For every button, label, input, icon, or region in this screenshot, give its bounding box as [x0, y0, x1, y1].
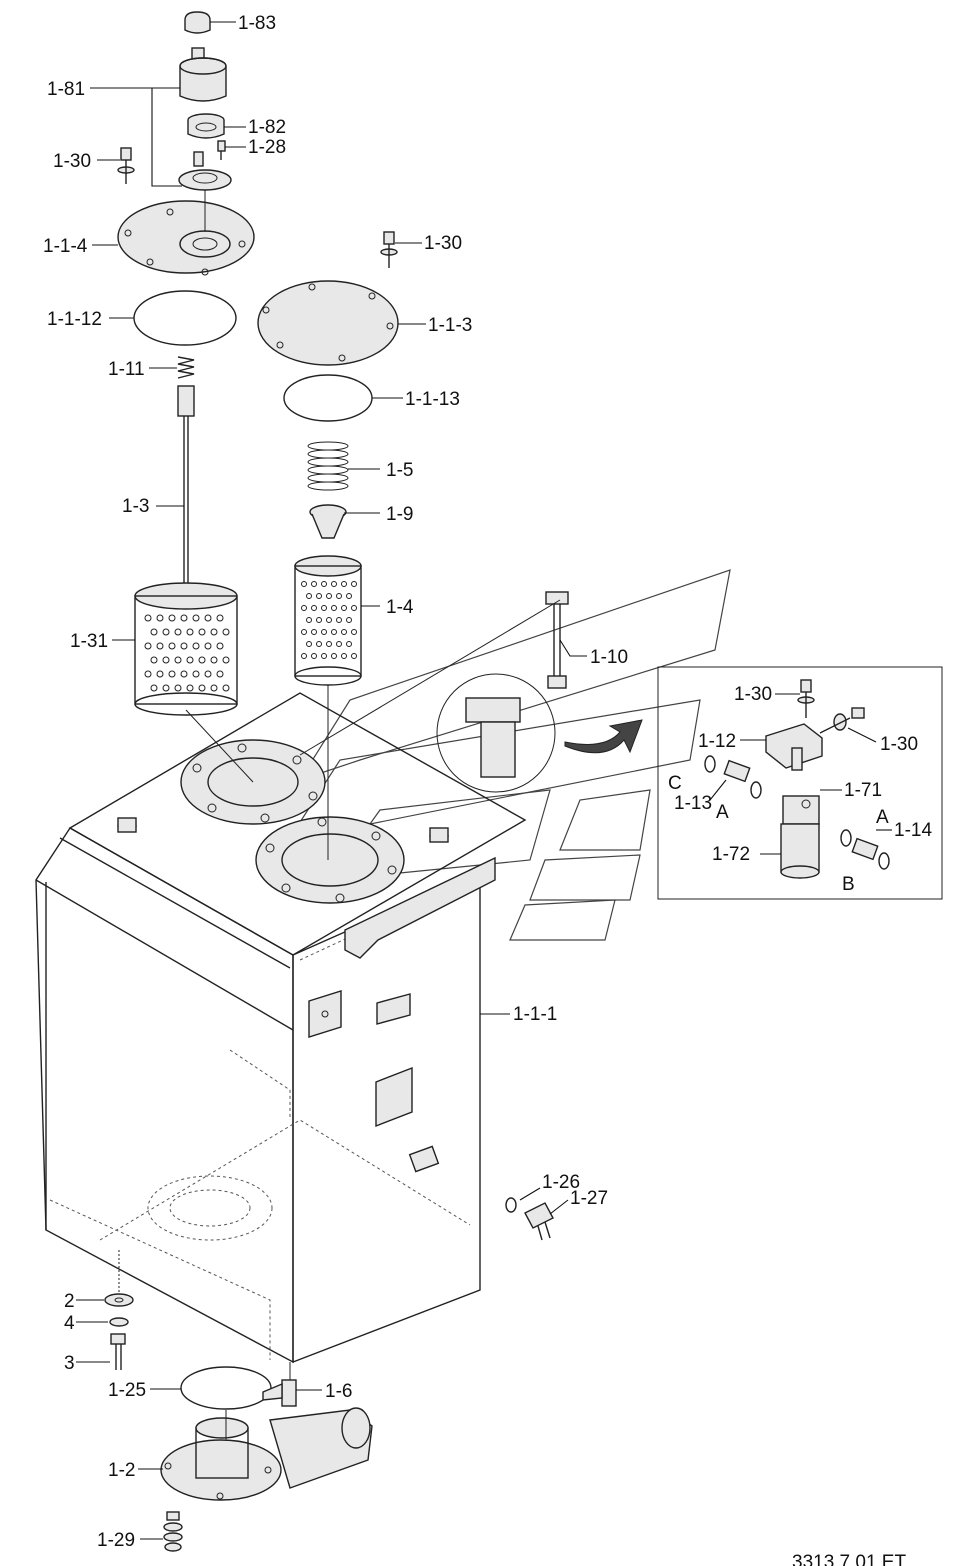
sensor-1-27 [524, 1202, 554, 1241]
label-3: 3 [64, 1353, 75, 1374]
washer-2 [104, 1293, 134, 1307]
label-1-71: 1-71 [844, 780, 882, 801]
detail-circle [436, 673, 556, 793]
label-1-9: 1-9 [386, 504, 413, 525]
breather-element [187, 113, 225, 139]
tank-cover-1-1-4 [117, 200, 255, 276]
o-ring-1-26 [505, 1197, 517, 1213]
filter-element-1-72 [780, 823, 820, 879]
fitting-1-13 [704, 755, 762, 799]
label-4: 4 [64, 1313, 75, 1334]
label-1-3: 1-3 [122, 496, 149, 517]
label-1-83: 1-83 [238, 13, 276, 34]
tank-cover-1-1-3 [257, 280, 399, 366]
label-A-left: A [716, 802, 729, 823]
level-gauge-1-10 [545, 591, 569, 689]
fitting-1-14 [840, 829, 890, 870]
washer-4 [109, 1317, 129, 1327]
drain-valve-1-6 [262, 1379, 297, 1407]
label-1-2: 1-2 [108, 1460, 135, 1481]
air-breather [179, 47, 227, 102]
level-rod-1-3 [177, 385, 195, 603]
label-1-25: 1-25 [108, 1380, 146, 1401]
label-1-13: 1-13 [674, 793, 712, 814]
spring-1-5 [307, 441, 349, 491]
label-1-12: 1-12 [698, 731, 736, 752]
drawing-code: 3313 7 01 ET [792, 1552, 906, 1566]
label-1-1-13: 1-1-13 [405, 389, 460, 410]
label-1-11: 1-11 [108, 359, 145, 380]
label-1-28: 1-28 [248, 137, 286, 158]
label-1-29: 1-29 [97, 1530, 135, 1551]
part-labels: 1-83 1-81 1-82 1-28 1-30 1-1-4 1-30 1-1-… [43, 13, 932, 1566]
bolt-1-29 [163, 1511, 183, 1552]
return-filter-1-4 [294, 555, 362, 686]
o-ring-1-25 [180, 1366, 272, 1410]
bolt-1-30-detail-right [819, 707, 865, 734]
bypass-valve-1-9 [309, 504, 347, 539]
label-1-26: 1-26 [542, 1172, 580, 1193]
label-1-30-d: 1-30 [880, 734, 918, 755]
bolt-1-30-detail-top [797, 679, 815, 718]
label-1-10: 1-10 [590, 647, 628, 668]
detail-box [657, 666, 943, 900]
label-1-6: 1-6 [325, 1381, 352, 1402]
label-C: C [668, 773, 682, 794]
breather-cap [184, 11, 211, 34]
label-1-14: 1-14 [894, 820, 932, 841]
suction-pipe-1-2 [160, 1407, 373, 1501]
hydraulic-tank-1-1-1 [35, 692, 527, 1364]
label-1-1-3: 1-1-3 [428, 315, 472, 336]
label-1-30-a: 1-30 [53, 151, 91, 172]
bracket-1-12 [765, 723, 823, 771]
suction-strainer-1-31 [134, 582, 238, 716]
detail-arrow [564, 719, 643, 754]
label-1-5: 1-5 [386, 460, 413, 481]
filter-head-1-71 [782, 795, 820, 825]
label-1-81: 1-81 [47, 79, 85, 100]
o-ring-1-1-12 [133, 290, 237, 346]
leader-lines [76, 21, 892, 1540]
bolt-1-30-left [117, 147, 135, 184]
breather-base [178, 151, 232, 191]
label-1-30-c: 1-30 [734, 684, 772, 705]
bolt-1-28 [217, 140, 226, 160]
label-1-82: 1-82 [248, 117, 286, 138]
label-1-1-4: 1-1-4 [43, 236, 88, 257]
spring-1-11 [177, 356, 195, 379]
label-1-4: 1-4 [386, 597, 414, 618]
label-1-31: 1-31 [70, 631, 108, 652]
label-A-right: A [876, 807, 889, 828]
bolt-1-30-right [380, 231, 398, 268]
label-1-30-b: 1-30 [424, 233, 462, 254]
label-1-1-12: 1-1-12 [47, 309, 102, 330]
label-2: 2 [64, 1291, 75, 1312]
label-1-27: 1-27 [570, 1188, 608, 1209]
o-ring-1-1-13 [283, 374, 373, 422]
label-1-72: 1-72 [712, 844, 750, 865]
bolt-3 [110, 1333, 126, 1370]
label-B: B [842, 874, 855, 895]
label-1-1-1: 1-1-1 [513, 1004, 557, 1025]
